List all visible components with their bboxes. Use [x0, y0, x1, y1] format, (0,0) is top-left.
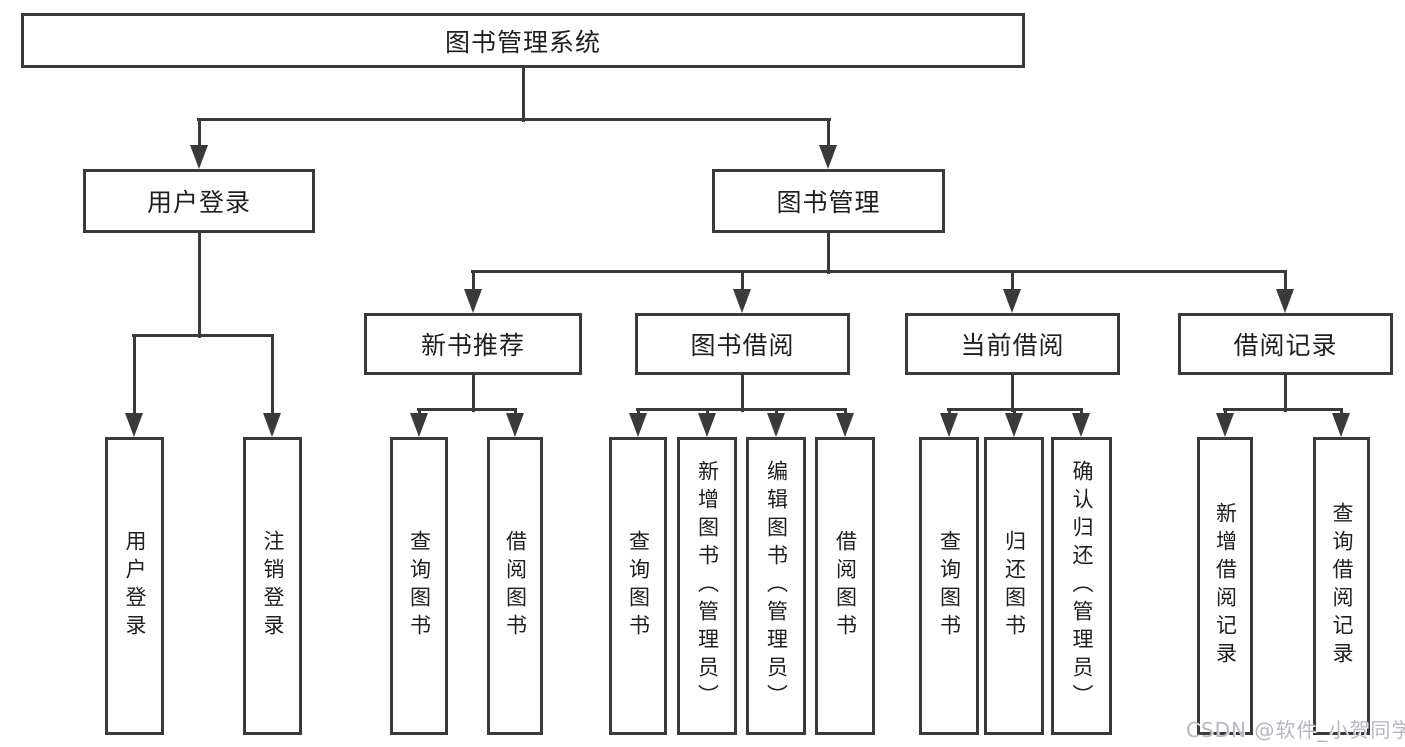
node-book-mgmt: 图书管理	[712, 169, 945, 233]
node-label-br-query-record: 查询借阅记录	[1330, 502, 1354, 670]
connector-arrow	[940, 409, 958, 437]
node-logout-leaf: 注销登录	[243, 437, 302, 735]
connector-arrow	[629, 409, 647, 437]
connector-arrow	[1216, 409, 1234, 437]
node-label-bb-query-book: 查询图书	[626, 530, 651, 642]
node-label-book-borrow: 图书借阅	[690, 331, 795, 360]
arrow-down-icon	[125, 413, 143, 437]
connector-arrow	[506, 409, 524, 437]
node-label-logout-leaf: 注销登录	[261, 530, 285, 642]
node-br-add-record: 新增借阅记录	[1197, 437, 1253, 735]
connector-horizontal	[132, 333, 274, 337]
node-book-borrow: 图书借阅	[635, 313, 850, 375]
connector-vertical	[826, 233, 830, 274]
connector-arrow	[836, 409, 854, 437]
arrow-down-icon	[1072, 413, 1090, 437]
node-cb-confirm-return: 确认归还（管理员）	[1051, 437, 1112, 735]
connector-arrow	[1005, 409, 1023, 437]
arrow-down-icon	[1276, 289, 1294, 313]
node-rec-query-book: 查询图书	[390, 437, 448, 735]
connector-arrow	[767, 409, 785, 437]
arrow-down-icon	[190, 145, 208, 169]
node-bb-edit-book: 编辑图书（管理员）	[746, 437, 806, 735]
connector-vertical	[521, 68, 525, 122]
node-label-current-borrow: 当前借阅	[960, 331, 1065, 360]
connector-vertical	[471, 375, 475, 412]
arrow-down-icon	[940, 413, 958, 437]
arrow-down-icon	[698, 413, 716, 437]
connector-vertical	[740, 375, 744, 412]
connector-horizontal	[417, 407, 517, 411]
connector-arrow	[733, 271, 751, 313]
connector-arrow	[1332, 409, 1350, 437]
arrow-down-icon	[819, 145, 837, 169]
arrow-down-icon	[1332, 413, 1350, 437]
node-label-bb-borrow-book: 借阅图书	[833, 530, 858, 642]
node-login-leaf: 用户登录	[105, 437, 164, 735]
node-new-book-rec: 新书推荐	[364, 313, 582, 375]
connector-arrow	[125, 335, 143, 437]
connector-arrow	[1276, 271, 1294, 313]
node-label-rec-query-book: 查询图书	[407, 530, 432, 642]
connector-arrow	[410, 409, 428, 437]
node-label-bb-edit-book: 编辑图书（管理员）	[764, 460, 789, 712]
node-label-book-mgmt: 图书管理	[776, 188, 881, 217]
connector-arrow	[263, 335, 281, 437]
arrow-down-icon	[836, 413, 854, 437]
connector-arrow	[1072, 409, 1090, 437]
connector-arrow	[190, 119, 208, 169]
node-label-root: 图书管理系统	[444, 27, 601, 57]
connector-horizontal	[197, 117, 831, 121]
connector-arrow	[819, 119, 837, 169]
arrow-down-icon	[767, 413, 785, 437]
node-label-user-login: 用户登录	[146, 188, 251, 217]
arrow-down-icon	[263, 413, 281, 437]
node-current-borrow: 当前借阅	[905, 313, 1120, 375]
node-label-login-leaf: 用户登录	[123, 530, 147, 642]
node-label-br-add-record: 新增借阅记录	[1213, 502, 1238, 670]
arrow-down-icon	[506, 413, 524, 437]
arrow-down-icon	[1005, 413, 1023, 437]
arrow-down-icon	[629, 413, 647, 437]
arrow-down-icon	[1216, 413, 1234, 437]
node-br-query-record: 查询借阅记录	[1313, 437, 1370, 735]
connector-horizontal	[471, 269, 1287, 273]
node-label-cb-query-book: 查询图书	[937, 530, 962, 642]
node-label-rec-borrow-book: 借阅图书	[503, 530, 528, 642]
connector-arrow	[1003, 271, 1021, 313]
node-root: 图书管理系统	[21, 13, 1025, 68]
node-bb-query-book: 查询图书	[609, 437, 667, 735]
connector-vertical	[197, 233, 201, 338]
arrow-down-icon	[733, 289, 751, 313]
node-label-cb-confirm-return: 确认归还（管理员）	[1070, 460, 1094, 712]
node-label-new-book-rec: 新书推荐	[420, 331, 525, 360]
node-cb-return-book: 归还图书	[984, 437, 1044, 735]
connector-arrow	[698, 409, 716, 437]
csdn-watermark: CSDN @软件_小贺同学	[1186, 718, 1405, 742]
arrow-down-icon	[464, 289, 482, 313]
node-borrow-records: 借阅记录	[1178, 313, 1393, 375]
connector-vertical	[1010, 375, 1014, 412]
node-cb-query-book: 查询图书	[919, 437, 979, 735]
node-bb-borrow-book: 借阅图书	[815, 437, 875, 735]
connector-horizontal	[1223, 407, 1343, 411]
arrow-down-icon	[1003, 289, 1021, 313]
node-rec-borrow-book: 借阅图书	[487, 437, 543, 735]
connector-horizontal	[636, 407, 847, 411]
connector-arrow	[464, 271, 482, 313]
arrow-down-icon	[410, 413, 428, 437]
connector-vertical	[1283, 375, 1287, 412]
node-label-bb-add-book: 新增图书（管理员）	[695, 460, 720, 712]
node-label-borrow-records: 借阅记录	[1233, 331, 1338, 360]
node-bb-add-book: 新增图书（管理员）	[677, 437, 737, 735]
node-label-cb-return-book: 归还图书	[1002, 530, 1027, 642]
node-user-login: 用户登录	[83, 169, 315, 233]
